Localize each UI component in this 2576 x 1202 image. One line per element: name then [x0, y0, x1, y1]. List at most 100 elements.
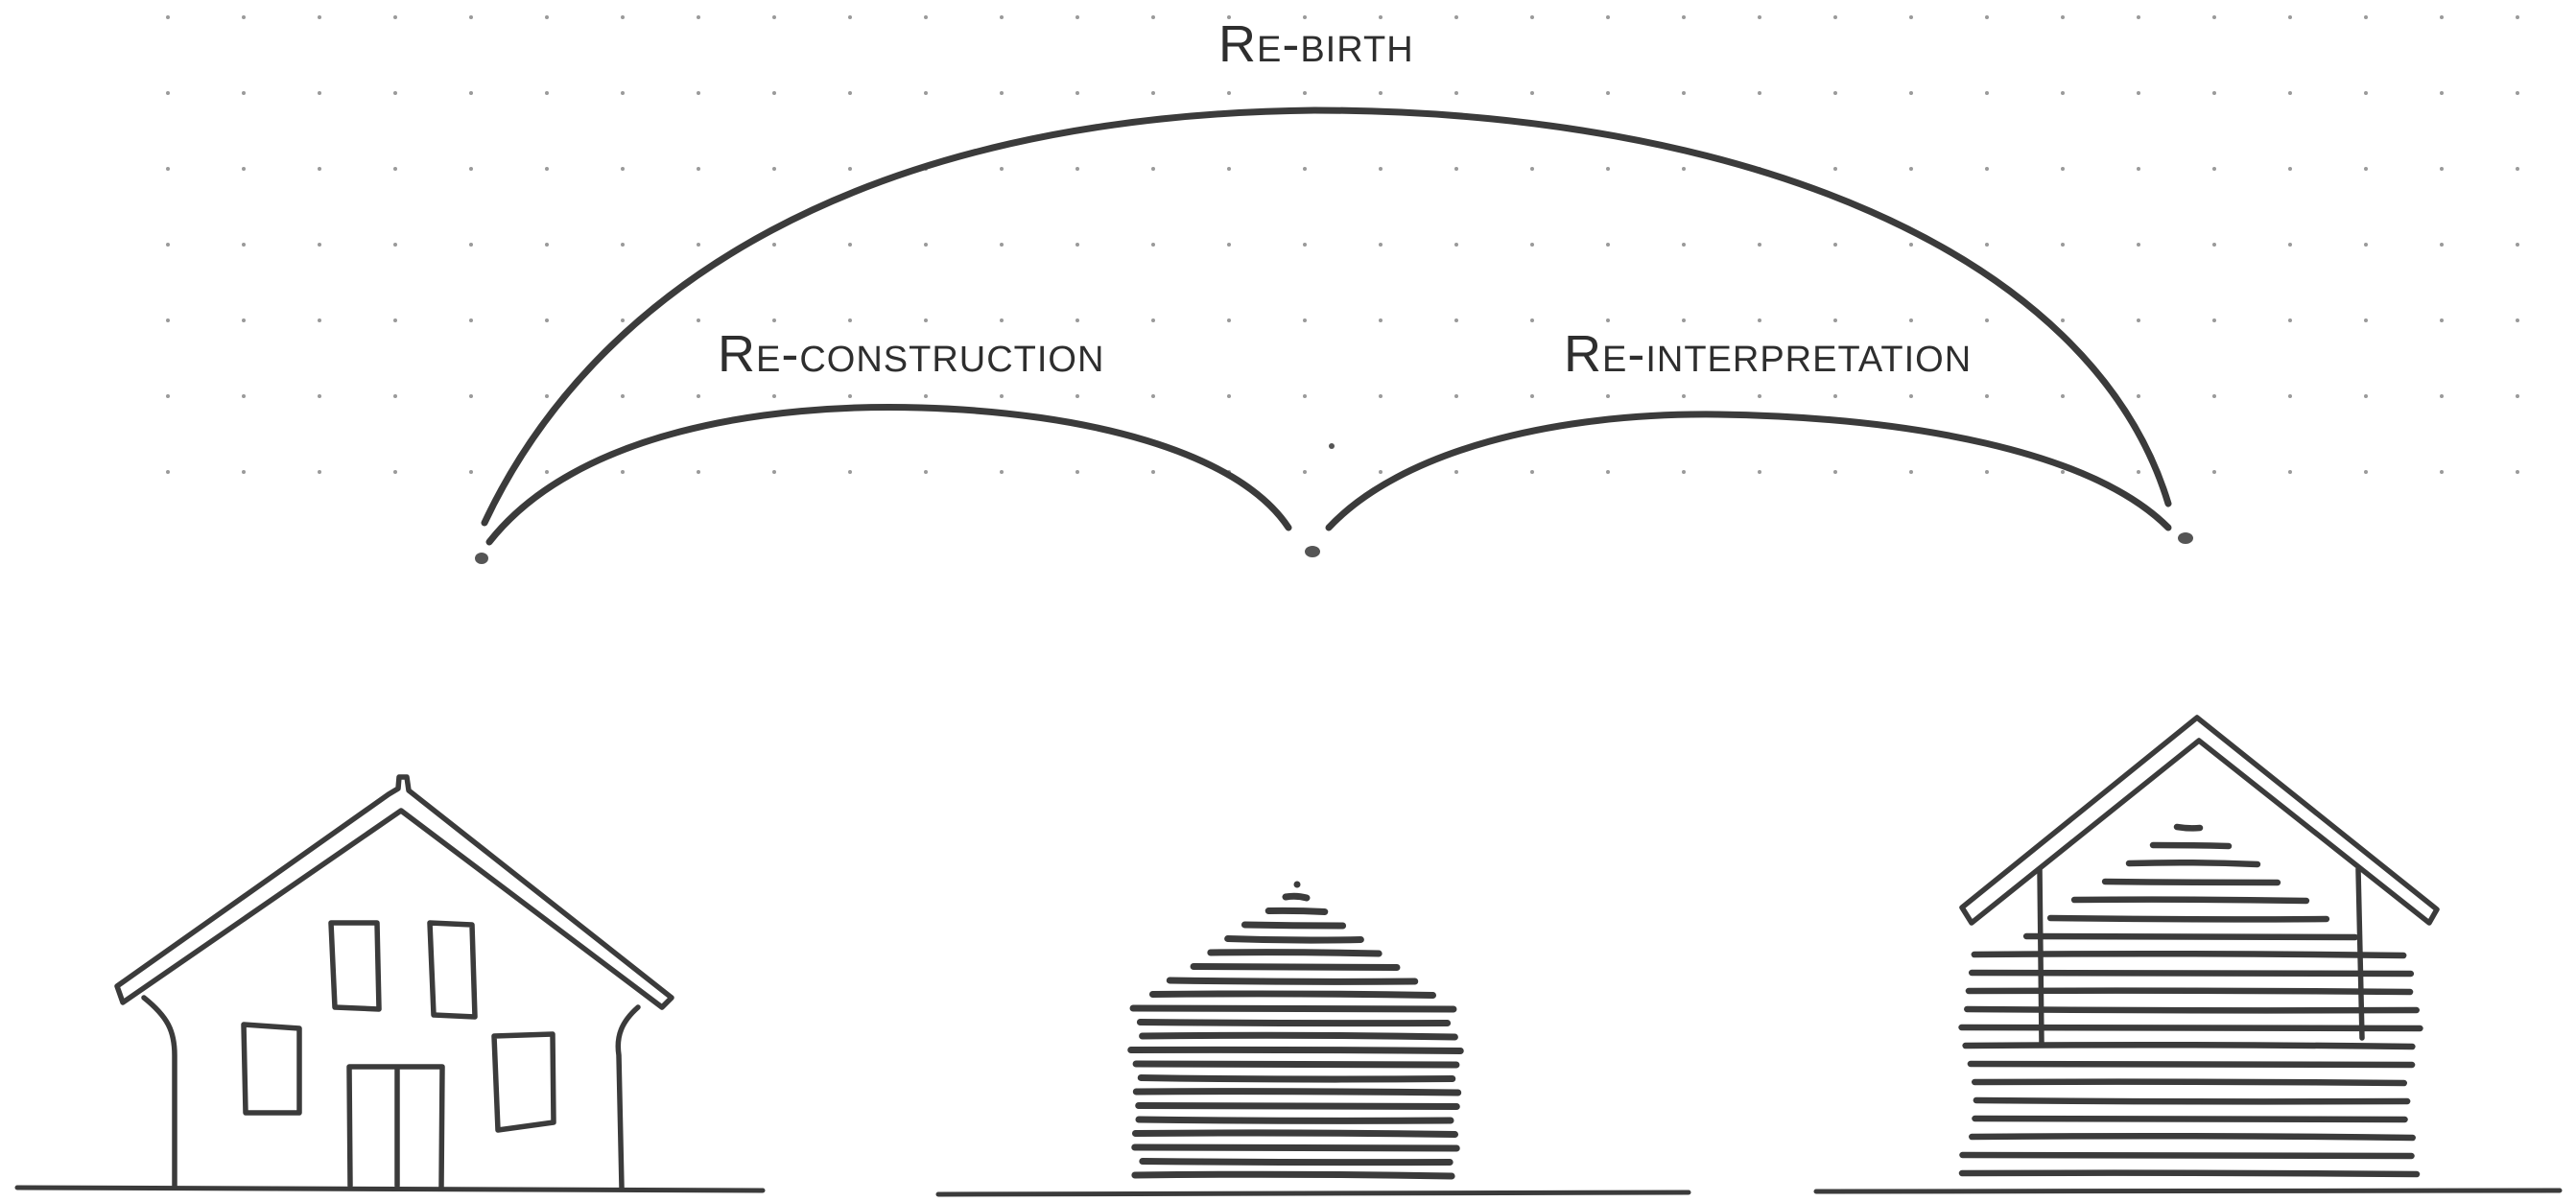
- grid-dot: [1227, 243, 1231, 247]
- grid-dot: [1000, 167, 1004, 171]
- grid-dot: [697, 91, 700, 95]
- grid-dot: [1075, 394, 1079, 398]
- grid-dot: [772, 243, 776, 247]
- grid-dot: [469, 394, 473, 398]
- grid-dot: [1909, 243, 1913, 247]
- house-frame-post-left: [2040, 869, 2042, 1044]
- grid-dot: [1530, 470, 1534, 474]
- grid-dot: [545, 15, 549, 19]
- grid-dot: [2212, 470, 2216, 474]
- arc-rebirth: [484, 110, 2168, 523]
- hatch-line: [1966, 1045, 2413, 1047]
- grid-dot: [1075, 15, 1079, 19]
- house-hatched: [1131, 882, 1461, 1177]
- hatch-line: [1228, 939, 1361, 941]
- hatch-line: [1962, 1027, 2421, 1028]
- grid-dot: [545, 470, 549, 474]
- grid-dot: [1833, 318, 1837, 322]
- arc-reconstruction: [489, 407, 1288, 542]
- house-traditional-window: [331, 923, 379, 1009]
- grid-dot: [1227, 91, 1231, 95]
- grid-dot: [2212, 167, 2216, 171]
- grid-dot: [1909, 470, 1913, 474]
- grid-dot: [2516, 394, 2519, 398]
- grid-dot: [1454, 91, 1458, 95]
- grid-dot: [1151, 167, 1155, 171]
- arc-reinterpretation: [1329, 414, 2168, 528]
- hatch-line: [1152, 994, 1432, 996]
- grid-dot: [2288, 167, 2292, 171]
- grid-dot: [697, 394, 700, 398]
- grid-dot: [2440, 15, 2444, 19]
- grid-dot: [621, 91, 625, 95]
- grid-dot: [848, 243, 852, 247]
- grid-dot: [2364, 243, 2368, 247]
- grid-dot: [1530, 167, 1534, 171]
- grid-dot: [1758, 15, 1761, 19]
- grid-dot: [924, 470, 928, 474]
- grid-dot: [2516, 167, 2519, 171]
- grid-dot: [469, 243, 473, 247]
- grid-dot: [2061, 91, 2065, 95]
- grid-dot: [2440, 394, 2444, 398]
- arc-node-right: [2178, 532, 2193, 544]
- hatch-line: [1131, 1049, 1461, 1050]
- dot-grid: [166, 15, 2519, 474]
- grid-dot: [848, 394, 852, 398]
- grid-dot: [621, 318, 625, 322]
- grid-dot: [2137, 15, 2140, 19]
- grid-dot: [924, 15, 928, 19]
- grid-dot: [1606, 394, 1610, 398]
- grid-dot: [1682, 470, 1686, 474]
- grid-dot: [545, 318, 549, 322]
- grid-dot: [1303, 167, 1307, 171]
- grid-dot: [1454, 470, 1458, 474]
- grid-dot: [2516, 91, 2519, 95]
- grid-dot: [1758, 318, 1761, 322]
- grid-dot: [2137, 394, 2140, 398]
- grid-dot: [393, 167, 397, 171]
- hatch-line: [1139, 1106, 1457, 1107]
- grid-dot: [1454, 167, 1458, 171]
- grid-dot: [1833, 470, 1837, 474]
- ground-right: [1816, 1190, 2560, 1191]
- grid-dot: [621, 243, 625, 247]
- grid-dot: [1606, 167, 1610, 171]
- grid-dot: [1000, 91, 1004, 95]
- grid-dot: [469, 318, 473, 322]
- grid-dot: [166, 470, 170, 474]
- grid-dot: [2137, 318, 2140, 322]
- grid-dot: [1379, 167, 1383, 171]
- hatch-line: [2153, 845, 2229, 846]
- grid-dot: [1909, 167, 1913, 171]
- hatch-line: [1133, 1008, 1453, 1009]
- grid-dot: [697, 167, 700, 171]
- grid-dot: [242, 394, 246, 398]
- grid-dot: [1000, 318, 1004, 322]
- grid-dot: [545, 394, 549, 398]
- grid-dot: [2212, 91, 2216, 95]
- house-traditional-window: [430, 923, 475, 1017]
- grid-dot: [848, 318, 852, 322]
- grid-dot: [393, 318, 397, 322]
- grid-dot: [1000, 394, 1004, 398]
- grid-dot: [166, 15, 170, 19]
- house-traditional-wall-right: [618, 1007, 638, 1188]
- hatch-line: [1141, 1078, 1453, 1080]
- grid-dot: [1606, 91, 1610, 95]
- grid-dot: [242, 243, 246, 247]
- hatch-line: [1193, 967, 1397, 968]
- grid-dot: [2061, 243, 2065, 247]
- grid-dot: [697, 243, 700, 247]
- grid-dot: [772, 91, 776, 95]
- hatch-line: [1286, 896, 1307, 898]
- hatch-line: [1974, 1082, 2404, 1083]
- grid-dot: [2212, 243, 2216, 247]
- hatch-line: [2177, 827, 2200, 828]
- grid-dot: [318, 91, 321, 95]
- grid-dot: [2061, 318, 2065, 322]
- grid-dot: [2212, 394, 2216, 398]
- grid-dot: [242, 167, 246, 171]
- house-traditional: [117, 777, 672, 1188]
